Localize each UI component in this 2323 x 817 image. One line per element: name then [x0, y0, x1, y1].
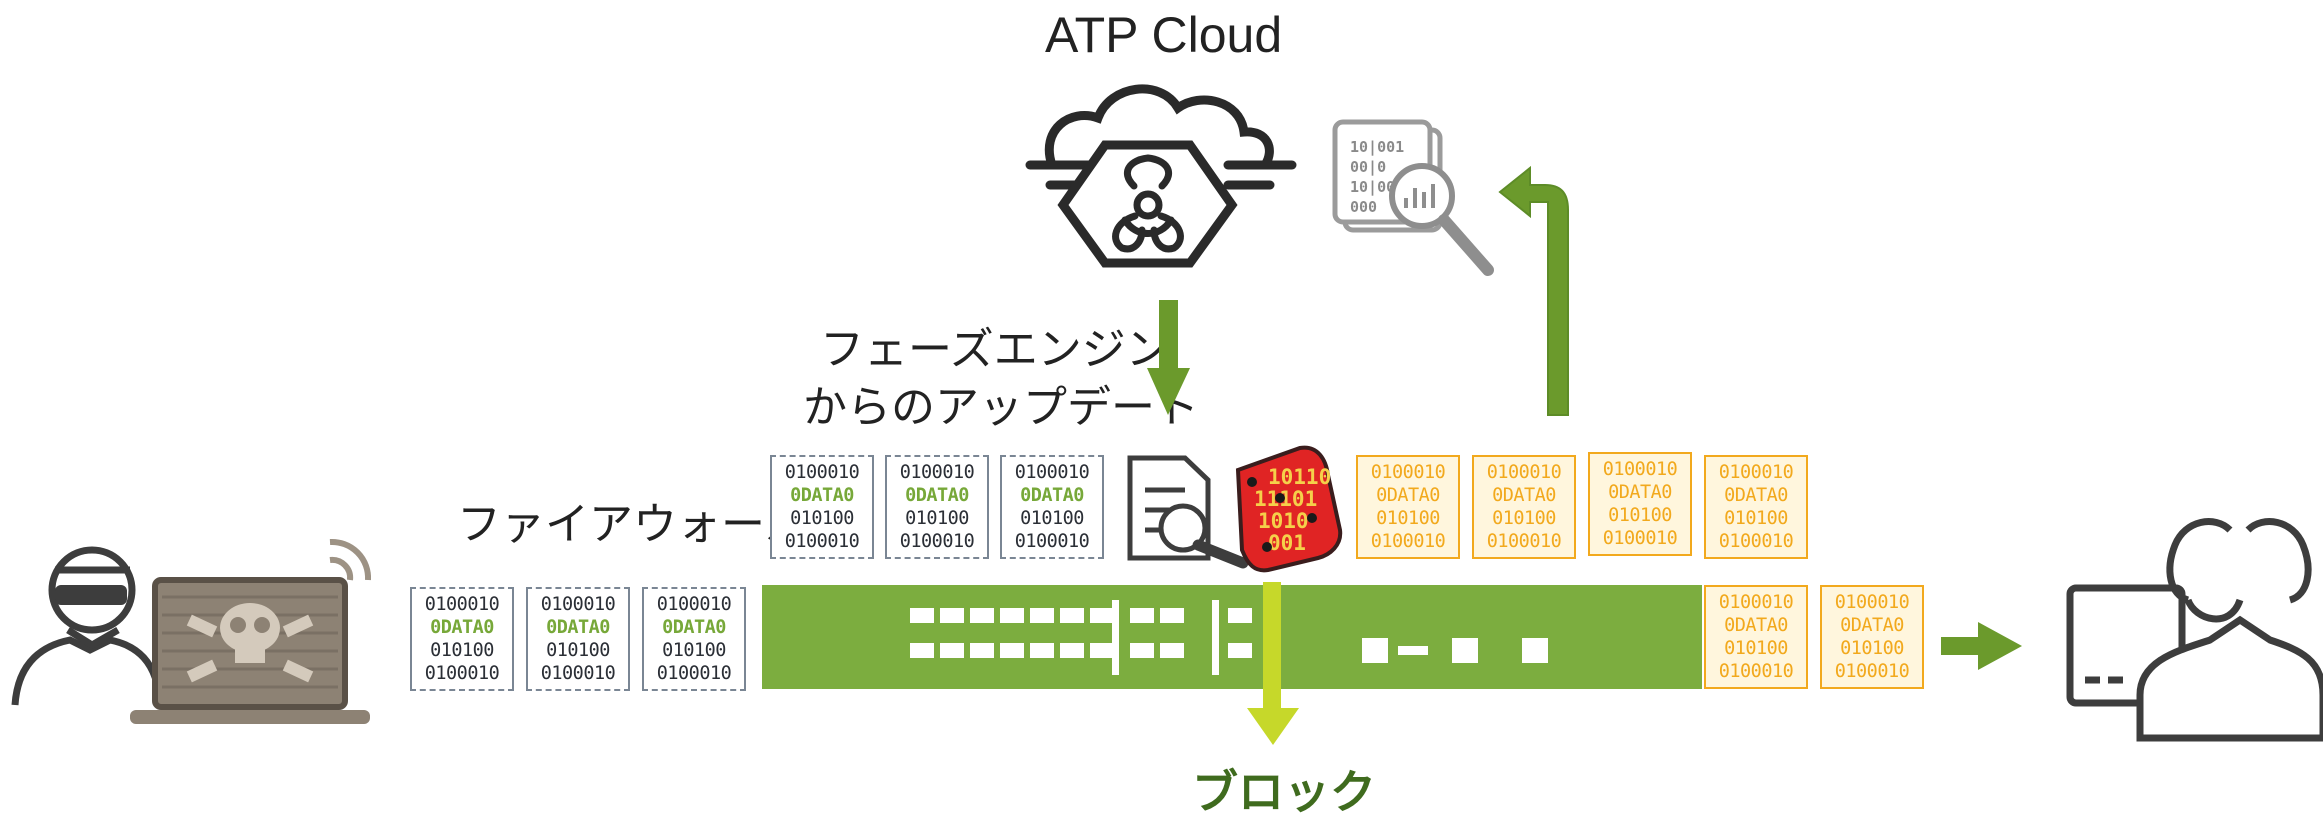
hacker-laptop-icon: [11, 538, 372, 724]
svg-text:10|001: 10|001: [1350, 138, 1404, 157]
feedback-arrow: [1498, 165, 1569, 416]
svg-text:000: 000: [1350, 198, 1377, 216]
svg-text:11101: 11101: [1254, 487, 1317, 511]
update-label-line2: からのアップデート: [803, 382, 1199, 433]
svg-text:001: 001: [1268, 531, 1306, 555]
user-workstation-icon: [2066, 518, 2323, 742]
svg-text:10110: 10110: [1268, 465, 1331, 489]
biohazard-cloud-icon: [1025, 84, 1297, 268]
document-inspect-icon: [1127, 455, 1249, 569]
block-label: ブロック: [1192, 765, 1376, 817]
firewall-device-icon: [762, 585, 1702, 689]
malware-tag-icon: 10110 11101 1010 001: [1235, 445, 1343, 573]
firewall-label: ファイアウォール: [457, 499, 809, 550]
output-arrow: [1941, 622, 2022, 670]
block-arrow: [1247, 582, 1299, 745]
svg-text:10|00: 10|00: [1350, 178, 1395, 197]
atp-cloud-title: ATP Cloud: [1045, 7, 1283, 63]
update-arrow: [1147, 300, 1190, 415]
update-label-line1: フェーズエンジン: [820, 324, 1170, 375]
svg-text:00|0: 00|0: [1350, 158, 1386, 177]
analysis-magnifier-icon: 10|001 00|0 10|00 000: [1332, 119, 1494, 276]
svg-text:1010: 1010: [1258, 509, 1309, 533]
